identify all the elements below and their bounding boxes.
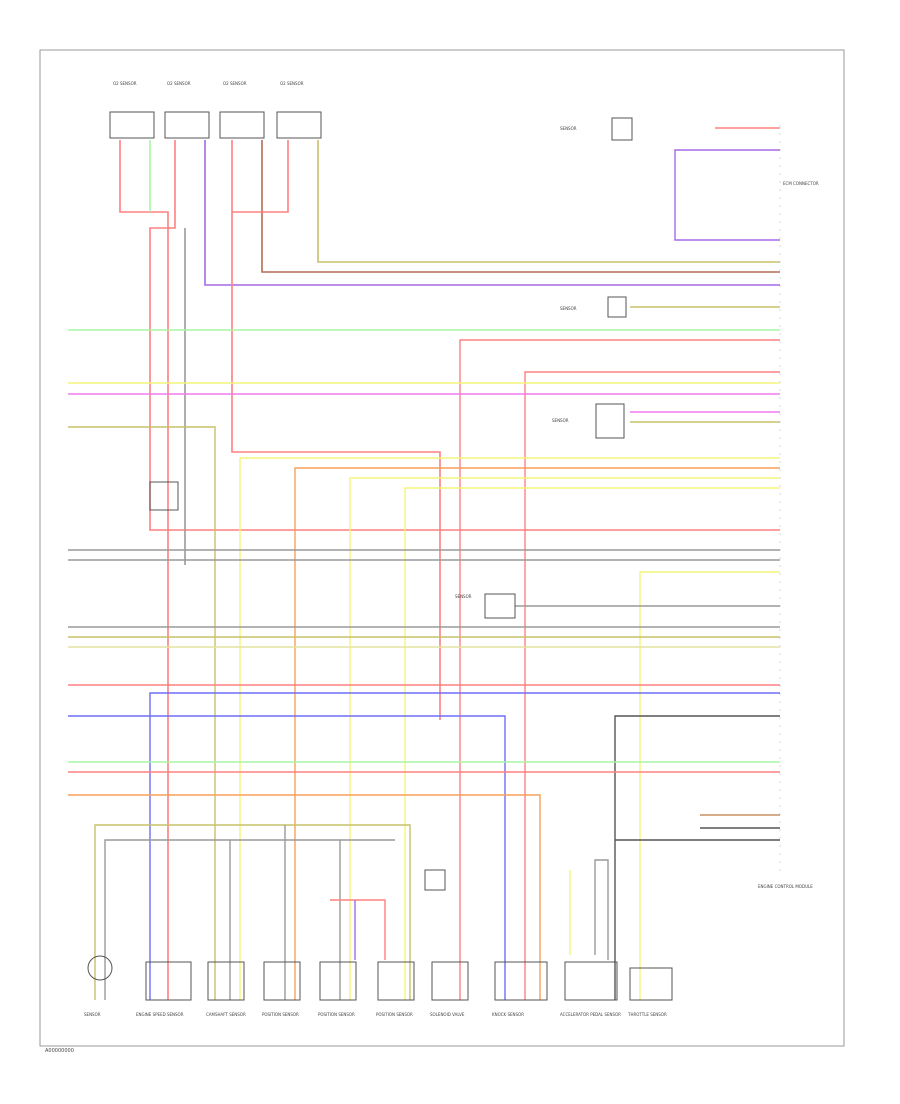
bottom-component-label-1: SENSOR <box>84 1012 101 1017</box>
labels: O2 SENSOR O2 SENSOR O2 SENSOR O2 SENSOR … <box>45 81 819 1054</box>
top-connector-label-3: O2 SENSOR <box>223 81 247 86</box>
top-connector-label-2: O2 SENSOR <box>167 81 191 86</box>
wire-red-1 <box>119 140 169 1000</box>
wire-black-1 <box>261 140 780 273</box>
side-component-3 <box>595 403 625 439</box>
side-component-4 <box>484 593 516 619</box>
bottom-component-8 <box>494 961 548 1001</box>
ecm-label: ENGINE CONTROL MODULE <box>758 884 813 889</box>
solenoid-box <box>424 869 446 891</box>
bottom-component-label-10: THROTTLE SENSOR <box>627 1012 667 1017</box>
bottom-component-4 <box>263 961 301 1001</box>
side-component-label-2: SENSOR <box>560 306 577 311</box>
bottom-component-label-9: ACCELERATOR PEDAL SENSOR <box>560 1012 621 1017</box>
bottom-leads <box>94 824 609 1000</box>
horizontal-wires <box>68 127 780 1000</box>
footer-code: A00000000 <box>45 1048 74 1054</box>
bottom-components <box>87 955 673 1001</box>
bottom-component-6 <box>377 961 415 1001</box>
top-connector-3 <box>219 111 265 139</box>
top-connector-2 <box>164 111 210 139</box>
side-component-label-1: SENSOR <box>560 126 577 131</box>
bottom-component-7 <box>431 961 469 1001</box>
bottom-component-label-2: ENGINE SPEED SENSOR <box>136 1012 184 1017</box>
side-component-label-4: SENSOR <box>455 594 472 599</box>
side-component-2 <box>607 296 627 318</box>
ecm-connector-label: ECM CONNECTOR <box>783 181 819 186</box>
bottom-component-label-7: SOLENOID VALVE <box>430 1012 465 1017</box>
bottom-component-label-4: POSITION SENSOR <box>262 1012 299 1017</box>
bottom-component-label-8: KNOCK SENSOR <box>492 1012 524 1017</box>
diagram-frame <box>39 49 845 1047</box>
top-connector-label-1: O2 SENSOR <box>113 81 137 86</box>
bottom-component-3 <box>207 961 245 1001</box>
bottom-component-10 <box>629 967 673 1001</box>
bottom-component-label-3: CAMSHAFT SENSOR <box>206 1012 246 1017</box>
top-connector-1 <box>109 111 155 139</box>
relay-box <box>149 481 179 511</box>
bottom-component-label-5: POSITION SENSOR <box>318 1012 355 1017</box>
wire-red-4 <box>231 140 441 720</box>
bottom-component-label-6: POSITION SENSOR <box>376 1012 413 1017</box>
top-connector-4 <box>276 111 322 139</box>
bottom-component-9 <box>564 961 618 1001</box>
side-component-label-3: SENSOR <box>552 418 569 423</box>
side-components <box>149 117 633 891</box>
top-connectors <box>109 111 322 139</box>
wire-olive-1 <box>317 140 780 263</box>
bottom-component-1 <box>87 955 113 981</box>
top-connector-label-4: O2 SENSOR <box>280 81 304 86</box>
bottom-component-2 <box>145 961 192 1001</box>
bottom-component-5 <box>319 961 357 1001</box>
wire-red-2 <box>149 140 780 531</box>
top-vertical-wires <box>119 140 780 1000</box>
wire-purple-1 <box>204 140 780 286</box>
side-component-1 <box>611 117 633 141</box>
